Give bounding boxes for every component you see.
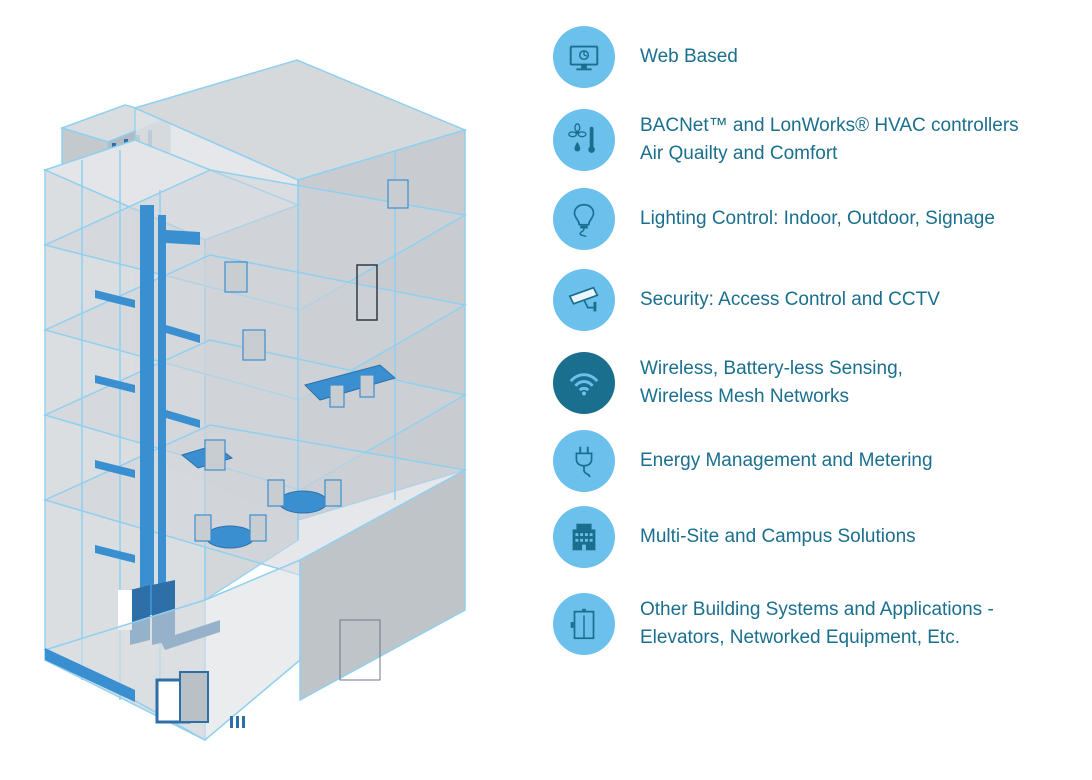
- feature-lighting: Lighting Control: Indoor, Outdoor, Signa…: [553, 188, 995, 250]
- feature-multisite: Multi-Site and Campus Solutions: [553, 506, 916, 568]
- office-building-icon: [553, 506, 615, 568]
- plug-icon: [553, 430, 615, 492]
- lightbulb-icon: [553, 188, 615, 250]
- feature-label-other-systems: Other Building Systems and Applications …: [640, 599, 994, 648]
- feature-label-security: Security: Access Control and CCTV: [640, 289, 940, 310]
- security-camera-icon: [553, 269, 615, 331]
- monitor-icon: [553, 26, 615, 88]
- feature-energy: Energy Management and Metering: [553, 430, 933, 492]
- feature-wireless: Wireless, Battery-less Sensing,Wireless …: [553, 352, 903, 414]
- fan-thermometer-icon: [553, 109, 615, 171]
- feature-other-systems: Other Building Systems and Applications …: [553, 593, 994, 655]
- feature-label-web-based: Web Based: [640, 46, 738, 67]
- building-illustration: [42, 59, 468, 742]
- feature-label-lighting: Lighting Control: Indoor, Outdoor, Signa…: [640, 208, 995, 229]
- wifi-icon: [553, 352, 615, 414]
- feature-security: Security: Access Control and CCTV: [553, 269, 940, 331]
- feature-label-multisite: Multi-Site and Campus Solutions: [640, 526, 916, 547]
- feature-label-wireless: Wireless, Battery-less Sensing,Wireless …: [640, 358, 903, 407]
- feature-web-based: Web Based: [553, 26, 738, 88]
- elevator-icon: [553, 593, 615, 655]
- feature-label-energy: Energy Management and Metering: [640, 450, 933, 471]
